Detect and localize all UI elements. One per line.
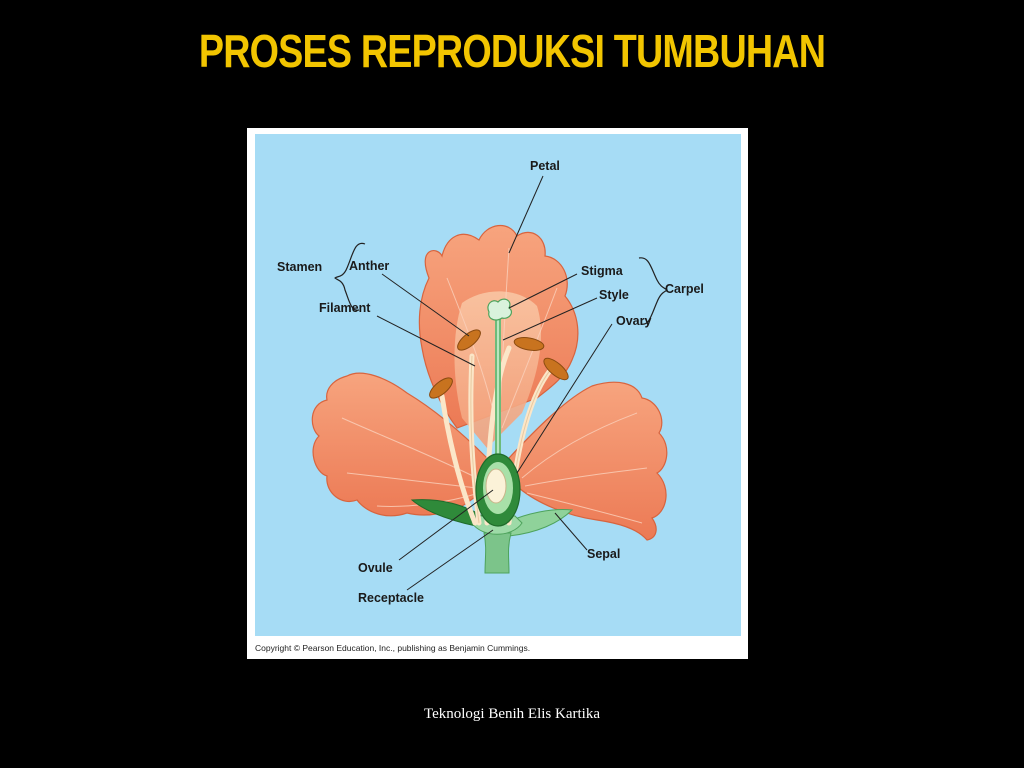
flower-diagram-svg: Petal Stamen Anther Filament Stigma Styl… (255, 134, 741, 653)
anther-3 (543, 357, 569, 381)
leader-filament (376, 315, 476, 367)
slide-title: PROSES REPRODUKSI TUMBUHAN (198, 25, 826, 77)
label-carpel: Carpel (665, 282, 704, 296)
right-sepal (504, 509, 574, 537)
leader-anther (381, 273, 470, 337)
ovule-shape (485, 468, 507, 504)
label-sepal: Sepal (587, 547, 620, 561)
anther-2 (513, 337, 545, 351)
label-stamen: Stamen (277, 260, 322, 274)
label-anther: Anther (349, 259, 389, 273)
right-petal (508, 381, 668, 541)
leader-receptacle (406, 529, 494, 591)
stamen-bracket (334, 242, 366, 311)
anther-1 (457, 329, 481, 351)
label-petal: Petal (530, 159, 560, 173)
leader-sepal (554, 512, 588, 551)
stigma-shape (487, 298, 513, 321)
label-receptacle: Receptacle (358, 591, 424, 605)
leader-ovule (398, 489, 494, 561)
leader-stigma (508, 273, 578, 309)
slide-footer: Teknologi Benih Elis Kartika (423, 706, 600, 722)
anther-4 (429, 377, 453, 399)
left-petal (311, 372, 488, 517)
leader-ovary (516, 323, 613, 474)
copyright-text: Copyright © Pearson Education, Inc., pub… (255, 643, 530, 653)
label-ovary: Ovary (616, 314, 651, 328)
anthers (429, 329, 569, 399)
flower-diagram: Petal Stamen Anther Filament Stigma Styl… (247, 128, 748, 659)
leader-style (502, 297, 598, 341)
label-stigma: Stigma (581, 264, 624, 278)
leader-lines (376, 175, 613, 591)
carpel-bracket (638, 257, 668, 325)
stem (483, 532, 512, 574)
label-filament: Filament (319, 301, 371, 315)
leader-petal (508, 175, 544, 254)
label-style: Style (599, 288, 629, 302)
label-ovule: Ovule (358, 561, 393, 575)
